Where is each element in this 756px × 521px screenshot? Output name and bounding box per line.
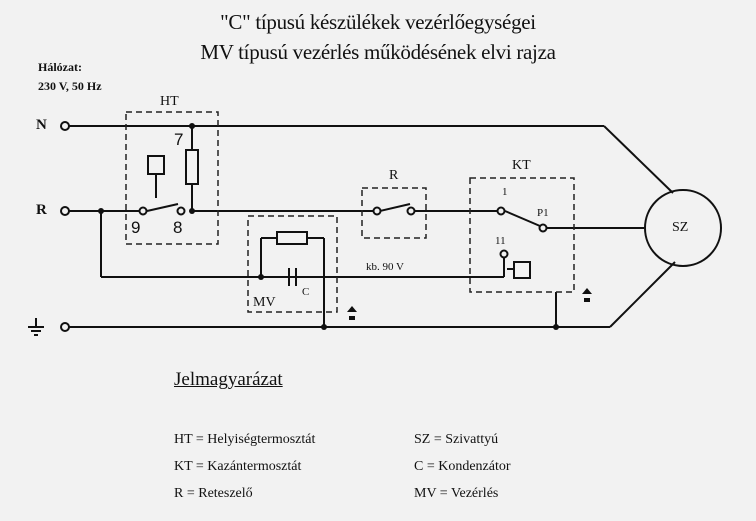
kt-box [469, 177, 575, 293]
legend-item: C = Kondenzátor [414, 459, 511, 474]
ht-contact-9 [138, 206, 148, 216]
kt-switch-blade [504, 210, 541, 227]
junction-ht-n [189, 123, 195, 129]
diagram-title-line2: MV típusú vezérlés működésének elvi rajz… [200, 40, 556, 64]
kt-label: KT [512, 158, 531, 173]
terminal-r-label: R [36, 202, 47, 218]
kt-contact-p1 [538, 223, 548, 233]
legend-item: KT = Kazántermosztát [174, 459, 302, 474]
terminal-ground [60, 322, 70, 332]
kt-pin-11: 11 [495, 235, 506, 247]
legend-title: Jelmagyarázat [174, 369, 283, 390]
terminal-r [60, 206, 70, 216]
r-switch-blade [379, 203, 411, 212]
kt-pin-1: 1 [502, 186, 508, 198]
ht-label: HT [160, 94, 179, 109]
chassis-ground-mv-icon [347, 306, 357, 320]
legend-item: HT = Helyiségtermosztát [174, 432, 316, 447]
pump-motor [644, 189, 722, 267]
ht-switch-blade [146, 203, 179, 212]
junction-ht-8 [189, 208, 195, 214]
r-contact-left [372, 206, 382, 216]
junction-mv-ground [321, 324, 327, 330]
mv-label: MV [253, 295, 276, 310]
legend-item: SZ = Szivattyú [414, 432, 499, 447]
ht-pin-8: 8 [173, 218, 183, 237]
legend-item: R = Reteszelő [174, 486, 253, 501]
mv-resistor [276, 231, 308, 245]
ht-pin-7: 7 [174, 130, 184, 149]
voltage-label: kb. 90 V [366, 261, 404, 273]
capacitor-label: C [302, 286, 310, 298]
kt-pin-p1: P1 [537, 207, 549, 219]
r-contact-right [406, 206, 416, 216]
pump-label: SZ [672, 220, 689, 235]
junction-mv-left [258, 274, 264, 280]
diagram-title-line1: "C" típusú készülékek vezérlőegységei [220, 10, 536, 34]
ht-relay-coil [147, 155, 165, 175]
kt-contact-1 [496, 206, 506, 216]
network-value: 230 V, 50 Hz [38, 79, 102, 93]
ht-pin-9: 9 [131, 218, 141, 237]
junction-bypass [98, 208, 104, 214]
mv-box [247, 215, 338, 313]
legend-item: MV = Vezérlés [414, 486, 499, 501]
r-box [361, 187, 427, 239]
terminal-n-label: N [36, 117, 47, 133]
neutral-wire-diagonal [603, 125, 674, 194]
ht-box [125, 111, 219, 245]
kt-relay-coil [513, 261, 531, 279]
network-label: Hálózat: [38, 60, 82, 74]
ht-resistor [185, 149, 199, 185]
chassis-ground-kt-icon [582, 288, 592, 302]
terminal-n [60, 121, 70, 131]
junction-kt-ground [553, 324, 559, 330]
r-label: R [389, 168, 399, 183]
ht-contact-8 [176, 206, 186, 216]
kt-contact-11 [499, 249, 509, 259]
ground-wire-diagonal [609, 261, 676, 328]
